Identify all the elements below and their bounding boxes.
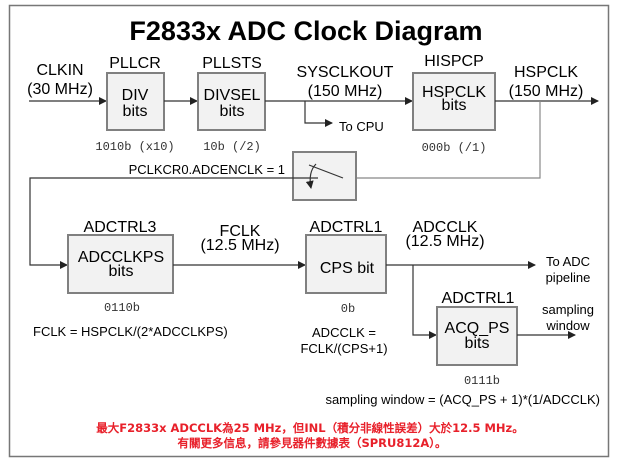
adctrl1-acq-value: 0111b <box>464 374 500 388</box>
pllcr-block-text: DIV <box>122 87 149 104</box>
pllsts-block-text: DIVSEL <box>204 87 261 104</box>
pllcr-div-block <box>106 72 165 131</box>
to-adc-label: To ADC <box>546 254 590 269</box>
adctrl3-adcclkps-block <box>67 234 174 294</box>
adctrl1-acq-register-label: ADCTRL1 <box>442 290 515 307</box>
cps-block-text: CPS bit <box>320 260 375 277</box>
pllcr-value: 1010b (x10) <box>95 140 174 154</box>
clkin-label: CLKIN <box>36 62 83 79</box>
pllsts-register-label: PLLSTS <box>202 55 262 72</box>
sampling-window-formula: sampling window = (ACQ_PS + 1)*(1/ADCCLK… <box>325 392 600 407</box>
adctrl3-value: 0110b <box>104 301 140 315</box>
hispcp-block-text-2: bits <box>442 97 467 114</box>
switch-contact-icon <box>308 164 344 179</box>
pllsts-value: 10b (/2) <box>203 140 261 154</box>
hspclk-label: HSPCLK <box>514 64 578 81</box>
acq-block-text: ACQ_PS <box>445 320 510 337</box>
adctrl1-acq-ps-block <box>436 306 518 366</box>
hspclk-branch-line <box>343 101 541 179</box>
hispcp-register-label: HISPCP <box>424 53 484 70</box>
clkin-freq: (30 MHz) <box>27 81 93 98</box>
pclkcr0-adcenclk-label: PCLKCR0.ADCENCLK = 1 <box>129 162 285 177</box>
sysclkout-freq: (150 MHz) <box>308 83 383 100</box>
to-cpu-arrow <box>304 101 333 127</box>
fclk-freq: (12.5 MHz) <box>200 237 279 254</box>
note-line-1: 最大F2833x ADCCLK為25 MHz，但INL（積分非線性誤差）大於12… <box>96 421 524 435</box>
pllsts-block-text-2: bits <box>220 103 245 120</box>
hispcp-value: 000b (/1) <box>422 141 487 155</box>
adctrl3-block-text-2: bits <box>109 263 134 280</box>
pllsts-divsel-block <box>197 72 266 131</box>
to-adc-label-2: pipeline <box>546 270 591 285</box>
hispcp-block-text: HSPCLK <box>422 84 486 101</box>
switch-to-adctrl3-line <box>29 177 318 269</box>
pllcr-register-label: PLLCR <box>109 55 161 72</box>
fclk-label: FCLK <box>220 223 261 240</box>
hispcp-hspclk-block <box>412 72 496 131</box>
adcclk-label: ADCCLK <box>413 219 478 236</box>
adcclk-formula-line1: ADCCLK = <box>312 325 376 340</box>
note-line-2: 有關更多信息，請參見器件數據表（SPRU812A）。 <box>177 436 446 450</box>
acq-block-text-2: bits <box>465 335 490 352</box>
adcclk-freq: (12.5 MHz) <box>405 233 484 250</box>
diagram-title: F2833x ADC Clock Diagram <box>129 16 482 46</box>
adctrl1-cps-value: 0b <box>341 302 355 316</box>
adctrl1-cps-block <box>305 234 387 294</box>
adctrl3-block-text: ADCCLKPS <box>78 249 164 266</box>
fclk-formula: FCLK = HSPCLK/(2*ADCCLKPS) <box>33 324 228 339</box>
sampling-window-label-2: window <box>545 318 590 333</box>
adcclk-to-acq-arrow <box>412 265 437 339</box>
adctrl1-cps-register-label: ADCTRL1 <box>310 219 383 236</box>
switch-curved-arrow-icon <box>305 163 317 189</box>
adcclk-formula-line2: FCLK/(CPS+1) <box>300 341 387 356</box>
sysclkout-label: SYSCLKOUT <box>297 64 394 81</box>
adcenclk-switch-block <box>292 151 357 201</box>
pllcr-block-text-2: bits <box>123 103 148 120</box>
hspclk-freq: (150 MHz) <box>509 83 584 100</box>
sampling-window-label: sampling <box>542 302 594 317</box>
adctrl3-register-label: ADCTRL3 <box>84 219 157 236</box>
to-cpu-label: To CPU <box>339 119 384 134</box>
